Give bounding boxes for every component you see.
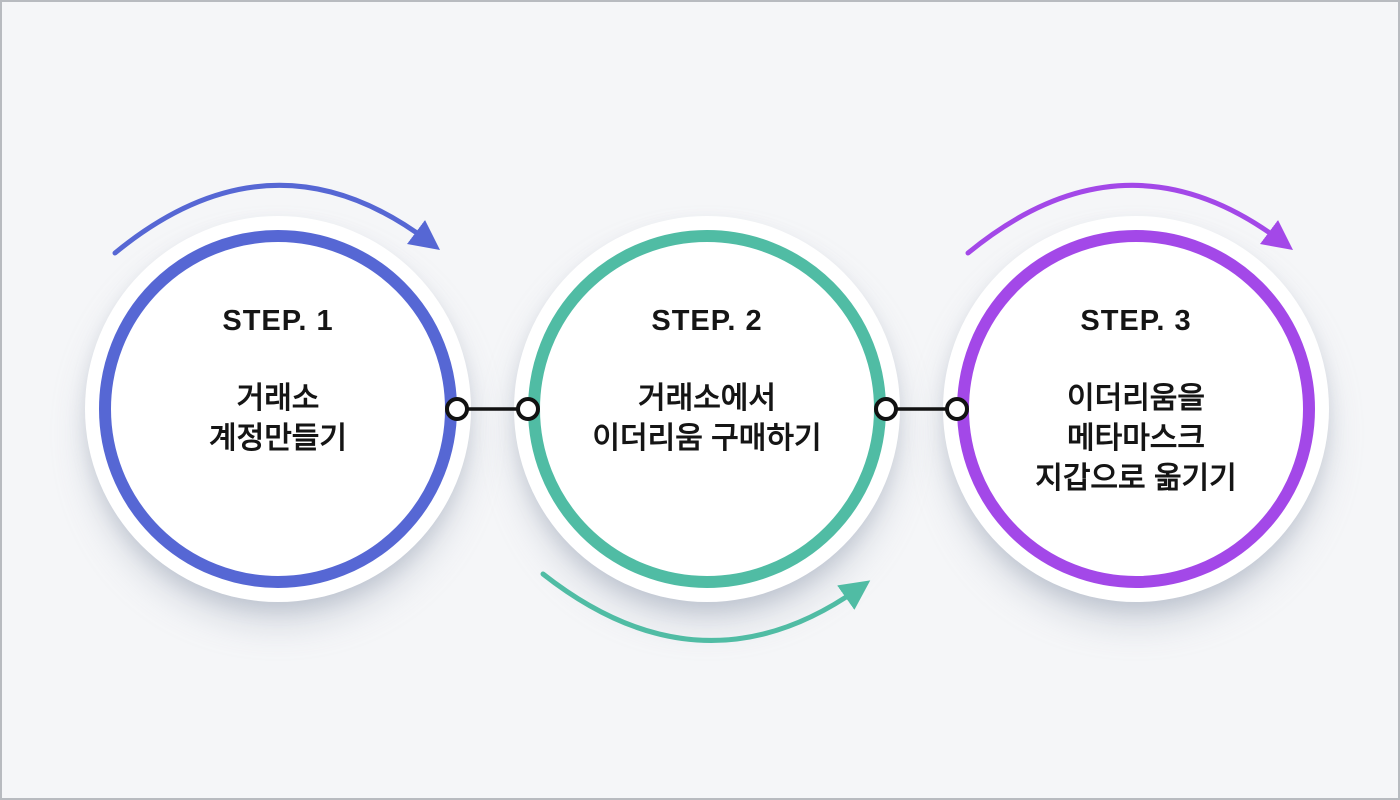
step-3-label: STEP. 3 [1080,305,1192,337]
step-3-description: 이더리움을 메타마스크 지갑으로 옮기기 [943,379,1329,499]
step-2-description-line-2: 이더리움 구매하기 [592,422,822,455]
step-1-circle: STEP. 1 거래소 계정만들기 [85,216,471,602]
step-2-circle: STEP. 2 거래소에서 이더리움 구매하기 [514,216,900,602]
step-3-description-line-2: 메타마스크 [1067,422,1205,455]
step-1-label: STEP. 1 [222,305,334,337]
step-1-description-line-2: 계정만들기 [209,422,347,455]
step-1-description-line-1: 거래소 [236,382,320,415]
step-2-description: 거래소에서 이더리움 구매하기 [514,379,900,459]
step-2-description-line-1: 거래소에서 [638,382,776,415]
step-3-description-line-3: 지갑으로 옮기기 [1035,462,1237,495]
step-3-description-line-1: 이더리움을 [1067,382,1205,415]
step-2-label: STEP. 2 [651,305,763,337]
step-3-circle: STEP. 3 이더리움을 메타마스크 지갑으로 옮기기 [943,216,1329,602]
step-1-description: 거래소 계정만들기 [85,379,471,459]
